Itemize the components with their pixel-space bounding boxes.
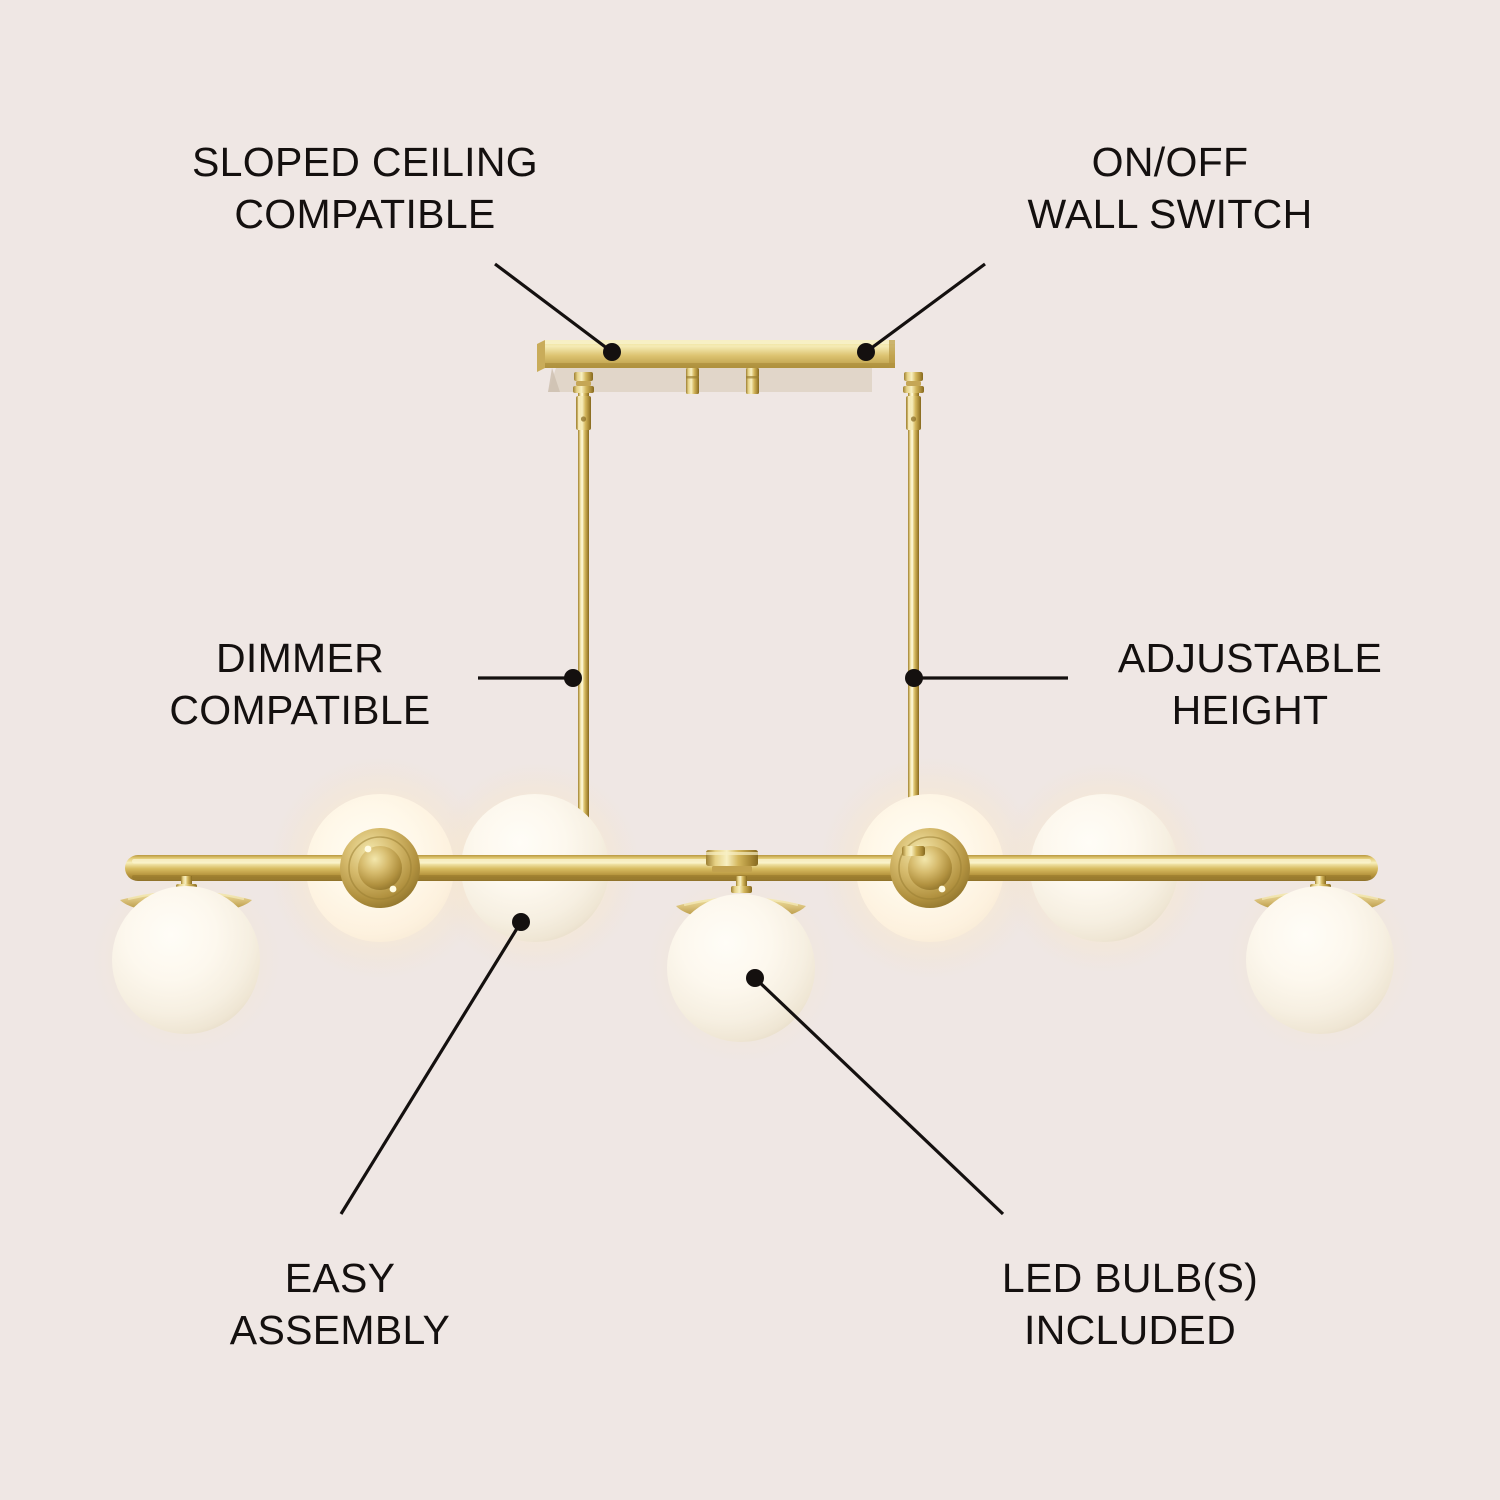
leader-led-bulbs (753, 976, 1005, 1216)
leader-sloped-ceiling (494, 262, 613, 354)
globe-1 (112, 886, 260, 1034)
left-rod (573, 372, 594, 862)
suspension-rods (573, 372, 924, 862)
dot-easy-assembly (512, 913, 530, 931)
hanging-globes (112, 876, 1394, 1042)
callout-label-easy-assembly: EASY ASSEMBLY (229, 1255, 451, 1354)
globe-7 (1246, 886, 1394, 1034)
callout-label-adjustable-height: ADJUSTABLE HEIGHT (1117, 635, 1383, 734)
leader-wall-switch (865, 262, 986, 354)
center-bracket (706, 850, 758, 872)
right-rod (903, 372, 924, 862)
socket-globe-2 (340, 828, 420, 908)
ceiling-canopy (537, 340, 895, 394)
globe-7-assembly (1246, 876, 1394, 1034)
globe-4-assembly (667, 876, 815, 1042)
callout-label-wall-switch: ON/OFF WALL SWITCH (1027, 139, 1313, 238)
horizontal-bar (125, 850, 1378, 881)
callout-leaders (339, 262, 1068, 1216)
callout-dots (512, 343, 923, 987)
socket-housings (340, 828, 970, 908)
dot-adjustable (905, 669, 923, 687)
dot-dimmer (564, 669, 582, 687)
dot-wall-switch (857, 343, 875, 361)
dot-led-bulbs (746, 969, 764, 987)
globe-1-assembly (112, 876, 260, 1034)
dot-sloped-ceiling (603, 343, 621, 361)
callout-label-dimmer: DIMMER COMPATIBLE (169, 635, 431, 734)
leader-easy-assembly (339, 921, 523, 1215)
socket-globe-5 (890, 828, 970, 908)
callout-label-sloped-ceiling: SLOPED CEILING COMPATIBLE (192, 139, 538, 238)
globe-4 (667, 894, 815, 1042)
callout-label-led-bulbs: LED BULB(S) INCLUDED (1001, 1255, 1259, 1354)
